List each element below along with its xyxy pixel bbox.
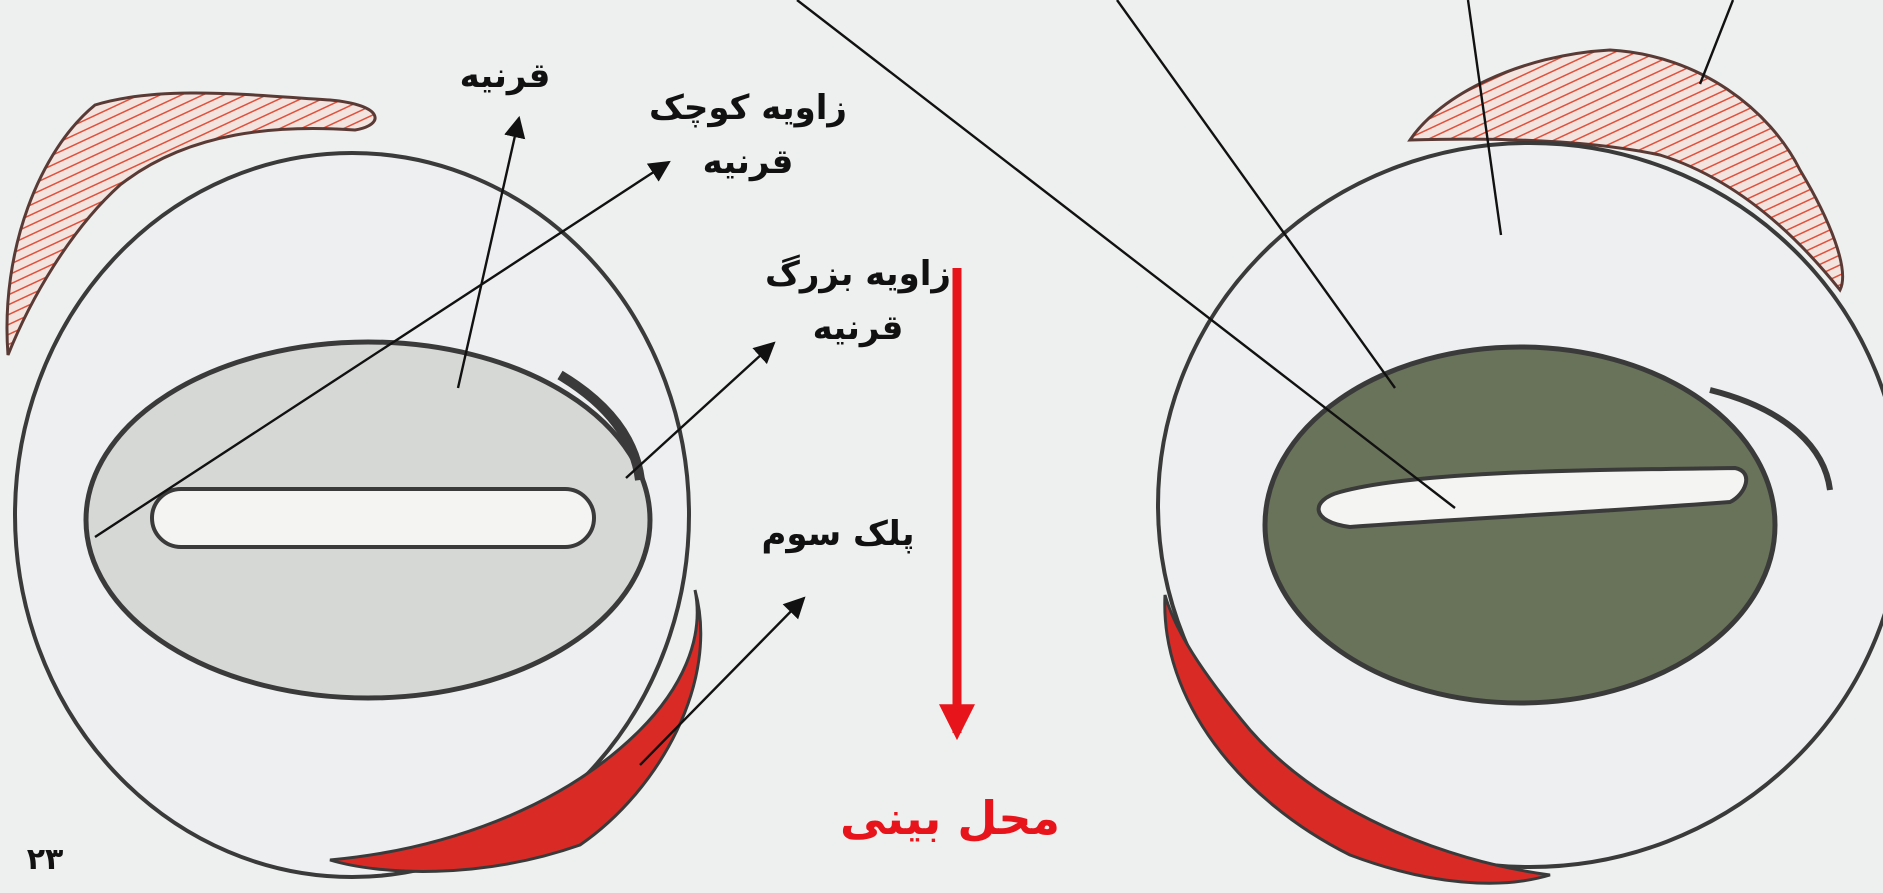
label-small-angle-line2: قرنیه <box>628 140 868 184</box>
label-small-angle-line1: زاویه کوچک <box>628 86 868 130</box>
label-third-eyelid: پلک سوم <box>728 512 948 556</box>
left-pupil <box>152 489 594 547</box>
leader-right-eyebrow <box>1700 0 1733 84</box>
label-cornea: قرنیه <box>445 54 565 98</box>
right-eye <box>1158 50 1883 883</box>
label-nose-location: محل بینی <box>820 790 1080 846</box>
page-number: ۲۳ <box>10 838 80 882</box>
label-big-angle-line1: زاویه بزرگ <box>738 252 978 296</box>
label-big-angle-line2: قرنیه <box>738 306 978 350</box>
